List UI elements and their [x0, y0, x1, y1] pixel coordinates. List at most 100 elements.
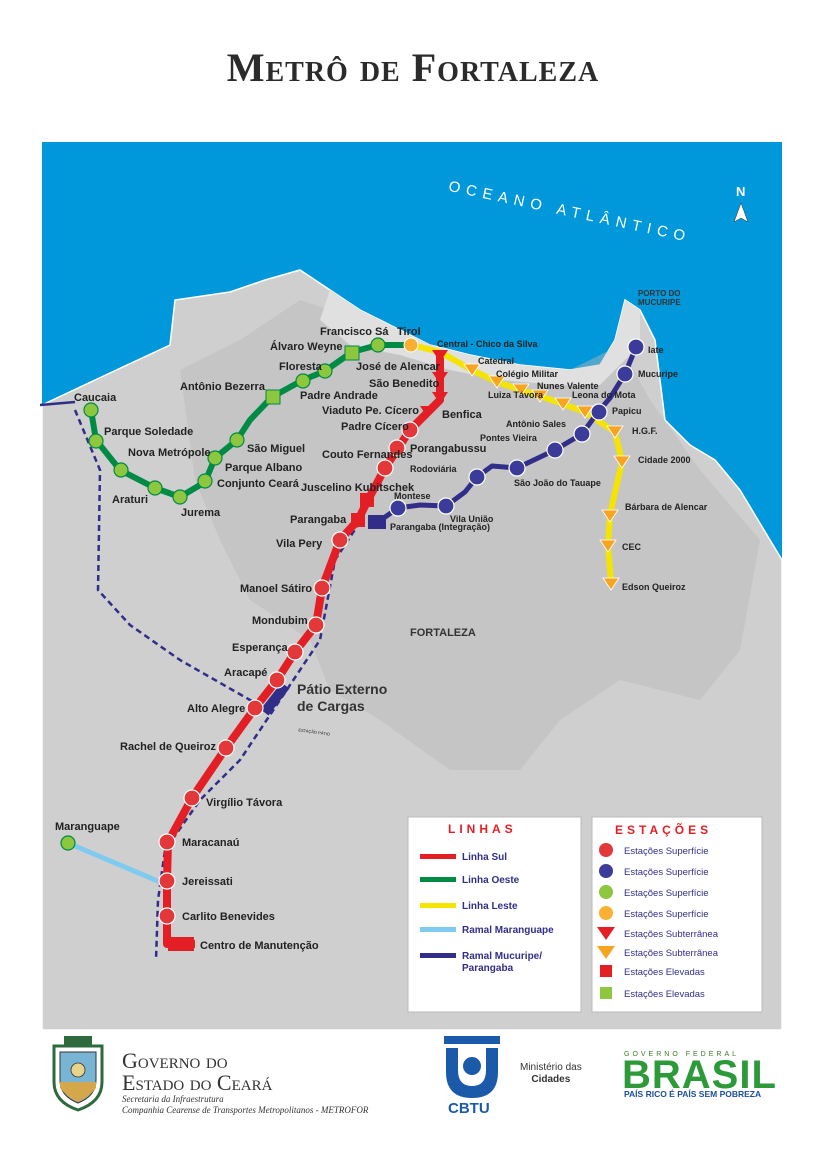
legend-circle-blue — [599, 864, 613, 878]
station-jereissati[interactable] — [158, 872, 176, 890]
station-sao-benedito[interactable] — [432, 372, 448, 384]
legend-st-label-2: Estações Superfície — [624, 888, 709, 899]
label-vila-pery: Vila Pery — [276, 538, 323, 550]
legend-lines-title: LINHAS — [448, 822, 517, 836]
station-alvaro-weyne[interactable] — [344, 345, 360, 361]
station-antonio-bezerra[interactable] — [265, 389, 281, 405]
label-parque-albano: Parque Albano — [225, 462, 302, 474]
legend-st-label-5: Estações Subterrânea — [624, 948, 719, 959]
red-stations — [158, 421, 419, 925]
station-couto-fernandes[interactable] — [376, 459, 394, 477]
map-title: Metrô de Fortaleza — [226, 45, 600, 90]
station-parangaba[interactable] — [351, 513, 365, 527]
station-padre-andrade[interactable] — [295, 373, 311, 389]
porto-label-2: MUCURIPE — [638, 298, 681, 307]
label-mucuripe: Mucuripe — [638, 369, 678, 379]
station-esperanca[interactable] — [286, 643, 304, 661]
station-jose-de-alencar[interactable] — [432, 350, 448, 362]
legend-label-mucuripe-2: Parangaba — [462, 963, 514, 974]
station-iate[interactable] — [627, 338, 645, 356]
station-nova-metropole[interactable] — [113, 462, 129, 478]
patio-cargas — [260, 682, 290, 716]
station-padre-cicero[interactable] — [401, 421, 419, 439]
station-jurema[interactable] — [172, 489, 188, 505]
legend-st-label-3: Estações Superfície — [624, 909, 709, 920]
station-cec[interactable] — [599, 539, 617, 553]
label-maracanau: Maracanaú — [182, 837, 239, 849]
station-catedral[interactable] — [463, 363, 481, 377]
station-edson-queiroz[interactable] — [602, 577, 620, 591]
station-vila-pery[interactable] — [331, 531, 349, 549]
legend-triangle-red — [597, 927, 615, 940]
station-vila-uniao[interactable] — [437, 497, 455, 515]
station-francisco-sa[interactable] — [370, 337, 386, 353]
label-virgilio: Virgílio Távora — [206, 797, 283, 809]
station-parque-soledade[interactable] — [88, 433, 104, 449]
ceara-coat-of-arms-icon — [52, 1036, 104, 1112]
legend-st-label-1: Estações Superfície — [624, 867, 709, 878]
station-barbara-de-alencar[interactable] — [601, 509, 619, 523]
line-maranguape — [67, 840, 161, 885]
station-colegio-militar[interactable] — [488, 375, 506, 389]
station-parque-albano[interactable] — [207, 450, 223, 466]
patio-small-label: ESTAÇÃO PÁTIO — [298, 727, 330, 736]
patio-label-1: Pátio Externo — [297, 681, 387, 697]
station-manoel-satiro[interactable] — [313, 579, 331, 597]
station-antonio-sales[interactable] — [573, 425, 591, 443]
label-montese: Montese — [394, 491, 431, 501]
station-carlito-benevides[interactable] — [158, 907, 176, 925]
station-floresta[interactable] — [317, 363, 333, 379]
station-caucaia[interactable] — [83, 402, 99, 418]
station-leona-do-mota[interactable] — [554, 397, 572, 411]
label-esperanca: Esperança — [232, 642, 289, 654]
station-benfica[interactable] — [432, 392, 448, 404]
station-papicu-tri[interactable] — [576, 405, 594, 419]
gov-sub: Secretaria da Infraestrutura Companhia C… — [122, 1094, 369, 1115]
urban-area — [180, 300, 760, 770]
station-porangabussu[interactable] — [388, 439, 406, 457]
label-parque-soledade: Parque Soledade — [104, 426, 193, 438]
station-maracanau[interactable] — [158, 833, 176, 851]
label-vila-uniao: Vila União — [450, 514, 494, 524]
station-juscelino-kubitschek[interactable] — [360, 493, 374, 507]
station-cidade-2000[interactable] — [613, 455, 631, 469]
station-araturi[interactable] — [147, 480, 163, 496]
station-nunes-valente[interactable] — [531, 389, 549, 403]
label-nova-metropole: Nova Metrópole — [128, 447, 211, 459]
legend-square-red — [600, 965, 612, 977]
label-colegio-militar: Colégio Militar — [496, 369, 559, 379]
station-montese[interactable] — [389, 499, 407, 517]
label-padre-cicero: Padre Cícero — [341, 421, 409, 433]
station-rodoviaria[interactable] — [468, 468, 486, 486]
legend-stations: ESTAÇÕES Estações Superfície Estações Su… — [591, 816, 763, 1013]
station-sao-miguel[interactable] — [229, 432, 245, 448]
station-maranguape[interactable] — [60, 835, 76, 851]
station-hgf[interactable] — [606, 425, 624, 439]
station-luiza-tavora[interactable] — [512, 383, 530, 397]
station-tirol[interactable] — [403, 337, 419, 353]
freight-line-west — [73, 409, 263, 707]
station-mondubim[interactable] — [307, 616, 325, 634]
station-conjunto-ceara[interactable] — [197, 473, 213, 489]
cbtu-label: CBTU — [448, 1100, 490, 1117]
label-floresta: Floresta — [279, 361, 323, 373]
legend-circle-orange — [599, 906, 613, 920]
station-papicu[interactable] — [590, 403, 608, 421]
label-papicu: Papicu — [612, 406, 642, 416]
station-pontes-vieira[interactable] — [546, 441, 564, 459]
label-caucaia: Caucaia — [74, 392, 117, 404]
coast-strip — [320, 290, 640, 385]
station-mucuripe[interactable] — [616, 365, 634, 383]
station-aracape[interactable] — [268, 671, 286, 689]
station-virgilio-tavora[interactable] — [183, 789, 201, 807]
station-centro-manutencao[interactable] — [168, 937, 194, 951]
station-sao-joao-tauape[interactable] — [508, 459, 526, 477]
station-parangaba-integracao[interactable] — [368, 515, 386, 529]
station-alto-alegre[interactable] — [246, 699, 264, 717]
legend-square-green — [600, 987, 612, 999]
label-parangaba: Parangaba — [290, 514, 347, 526]
legend-swatch-oeste — [420, 877, 456, 882]
station-rachel-de-queiroz[interactable] — [217, 739, 235, 757]
legend-circle-green — [599, 885, 613, 899]
station-viaduto[interactable] — [420, 406, 436, 418]
